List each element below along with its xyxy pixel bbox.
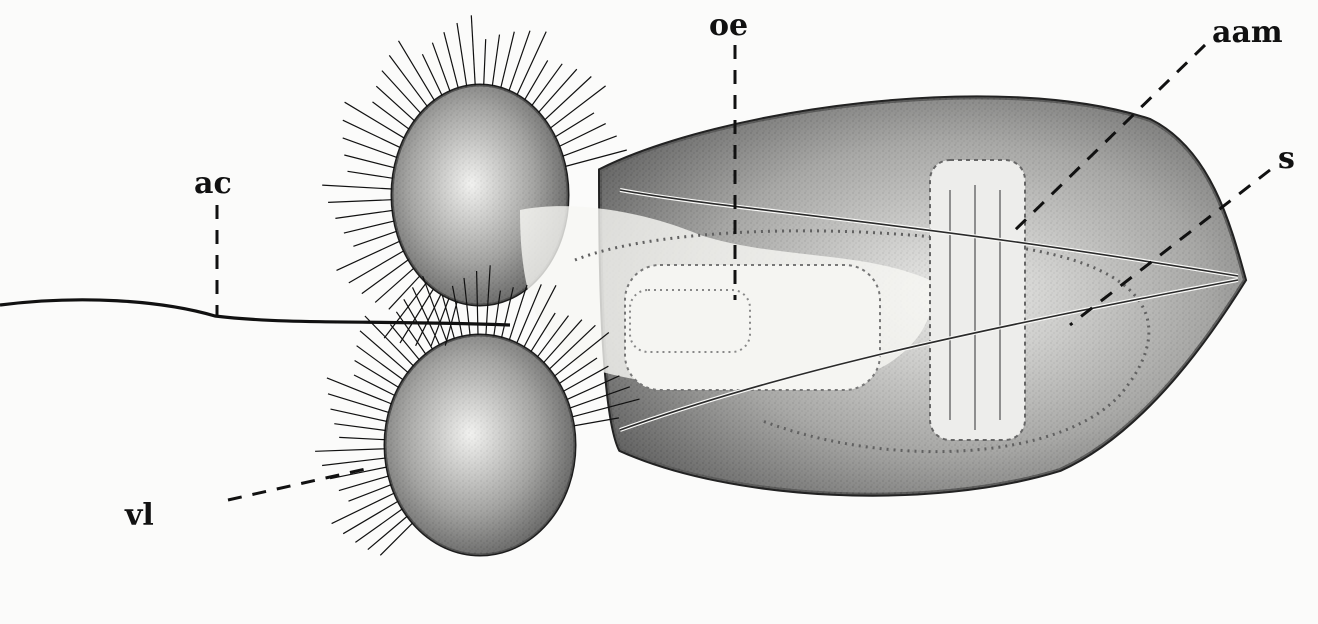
label-oe: oe xyxy=(709,8,748,43)
cilium xyxy=(382,71,421,114)
cilium xyxy=(315,449,385,452)
cilium xyxy=(335,210,393,218)
cilium xyxy=(344,155,394,168)
cilium xyxy=(492,35,499,87)
cilium xyxy=(322,185,392,189)
cilium xyxy=(353,231,397,246)
cilium xyxy=(563,366,608,391)
cilium xyxy=(334,424,386,431)
cilium xyxy=(328,394,389,413)
cilium xyxy=(322,458,386,466)
cilium xyxy=(339,437,385,439)
apical-cilium xyxy=(0,300,510,325)
label-s: s xyxy=(1278,141,1295,176)
label-aam: aam xyxy=(1212,15,1283,50)
cilium xyxy=(501,32,515,88)
cilium xyxy=(344,221,395,233)
cilium xyxy=(337,241,401,270)
cilium xyxy=(330,467,387,479)
stomach-structure xyxy=(625,265,880,390)
cilium xyxy=(471,15,475,85)
label-vl: vl xyxy=(124,498,154,533)
cilium xyxy=(457,23,467,86)
cilium xyxy=(327,378,392,404)
cilium xyxy=(380,523,413,556)
cilium xyxy=(362,260,409,294)
cilium xyxy=(349,251,404,283)
cilium xyxy=(328,200,392,203)
cilium xyxy=(517,32,546,96)
adductor-muscle xyxy=(930,160,1025,440)
cilium xyxy=(484,39,486,85)
cilium xyxy=(538,69,577,112)
cilium xyxy=(343,138,398,158)
label-ac: ac xyxy=(194,166,232,201)
cilium xyxy=(375,268,414,303)
cilium xyxy=(432,43,450,92)
cilium xyxy=(368,516,408,550)
cilium xyxy=(376,86,415,121)
cilium xyxy=(345,102,405,138)
cilium xyxy=(390,325,419,361)
cilium xyxy=(525,60,548,100)
cilium xyxy=(349,485,392,502)
cilium xyxy=(348,171,394,178)
cilium xyxy=(331,409,388,421)
cilium xyxy=(354,375,395,396)
cilium xyxy=(532,64,563,106)
cilium xyxy=(562,136,616,156)
cilium xyxy=(355,361,399,388)
cilium xyxy=(343,120,401,148)
cilium xyxy=(555,113,594,137)
cilium xyxy=(373,102,410,129)
